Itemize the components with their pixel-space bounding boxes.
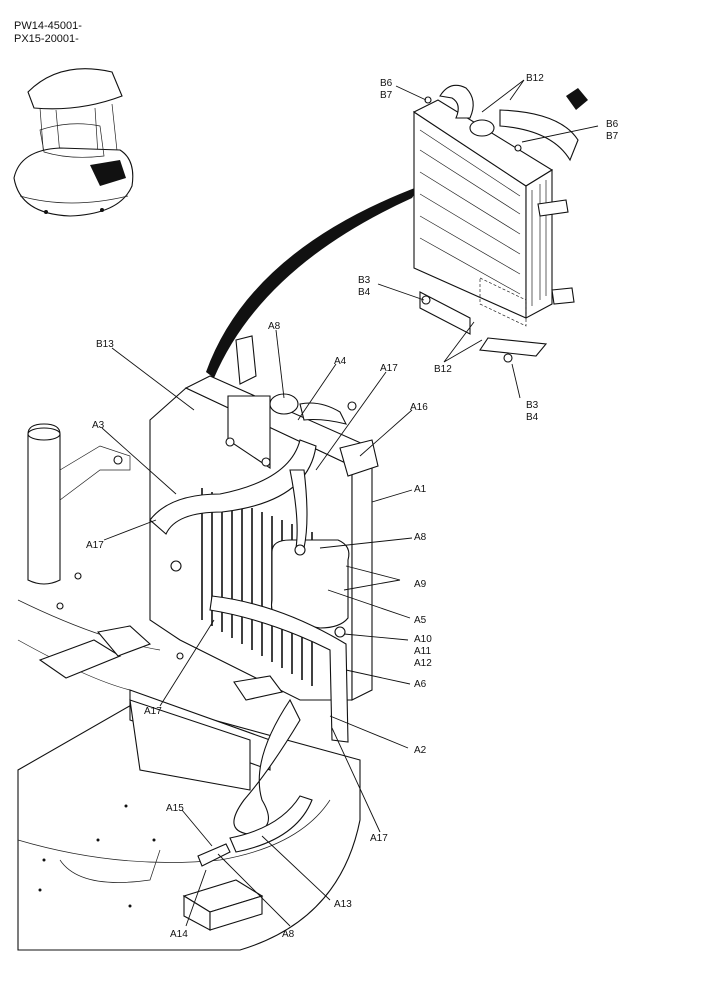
- callout-B7-top: B7: [380, 90, 393, 101]
- callout-A5: A5: [414, 615, 427, 626]
- callout-A9: A9: [414, 579, 427, 590]
- serial-header: PW14-45001- PX15-20001-: [14, 20, 82, 46]
- callout-A1: A1: [414, 484, 427, 495]
- callout-B12-bottom: B12: [434, 364, 452, 375]
- callout-A14: A14: [170, 929, 188, 940]
- callout-B4-bottom: B4: [526, 412, 539, 423]
- callout-B6-top: B6: [380, 78, 393, 89]
- main-radiator: [149, 335, 379, 867]
- callout-B4-left: B4: [358, 287, 371, 298]
- callout-A13: A13: [334, 899, 352, 910]
- callout-labels: B6 B7 B12 B6 B7 B3 B4 B12 B3 B4 B13 A8 A…: [86, 73, 619, 940]
- callout-A16: A16: [410, 402, 428, 413]
- callout-A17-lower: A17: [144, 706, 162, 717]
- callout-A17-top: A17: [380, 363, 398, 374]
- callout-B12-top: B12: [526, 73, 544, 84]
- serial-number-1: PW14-45001-: [14, 20, 82, 32]
- callout-B7-right: B7: [606, 131, 619, 142]
- callout-A8-mid: A8: [414, 532, 427, 543]
- callout-B13: B13: [96, 339, 114, 350]
- callout-A11: A11: [414, 646, 431, 657]
- callout-A17-left: A17: [86, 540, 104, 551]
- callout-A8-top: A8: [268, 321, 281, 332]
- callout-A10: A10: [414, 634, 432, 645]
- callout-A17-bottom: A17: [370, 833, 388, 844]
- callout-A4: A4: [334, 356, 347, 367]
- leader-lines: [101, 79, 599, 927]
- detail-radiator: [412, 84, 588, 363]
- callout-A3: A3: [92, 420, 105, 431]
- callout-B3-bottom: B3: [526, 400, 539, 411]
- callout-A6: A6: [414, 679, 427, 690]
- machine-frame: [17, 423, 361, 951]
- callout-B3-left: B3: [358, 275, 371, 286]
- callout-A15: A15: [166, 803, 184, 814]
- callout-A2: A2: [414, 745, 427, 756]
- machine-thumbnail: [13, 68, 134, 217]
- callout-A12: A12: [414, 658, 432, 669]
- serial-number-2: PX15-20001-: [14, 33, 79, 45]
- callout-B6-right: B6: [606, 119, 619, 130]
- callout-A8-bottom: A8: [282, 929, 295, 940]
